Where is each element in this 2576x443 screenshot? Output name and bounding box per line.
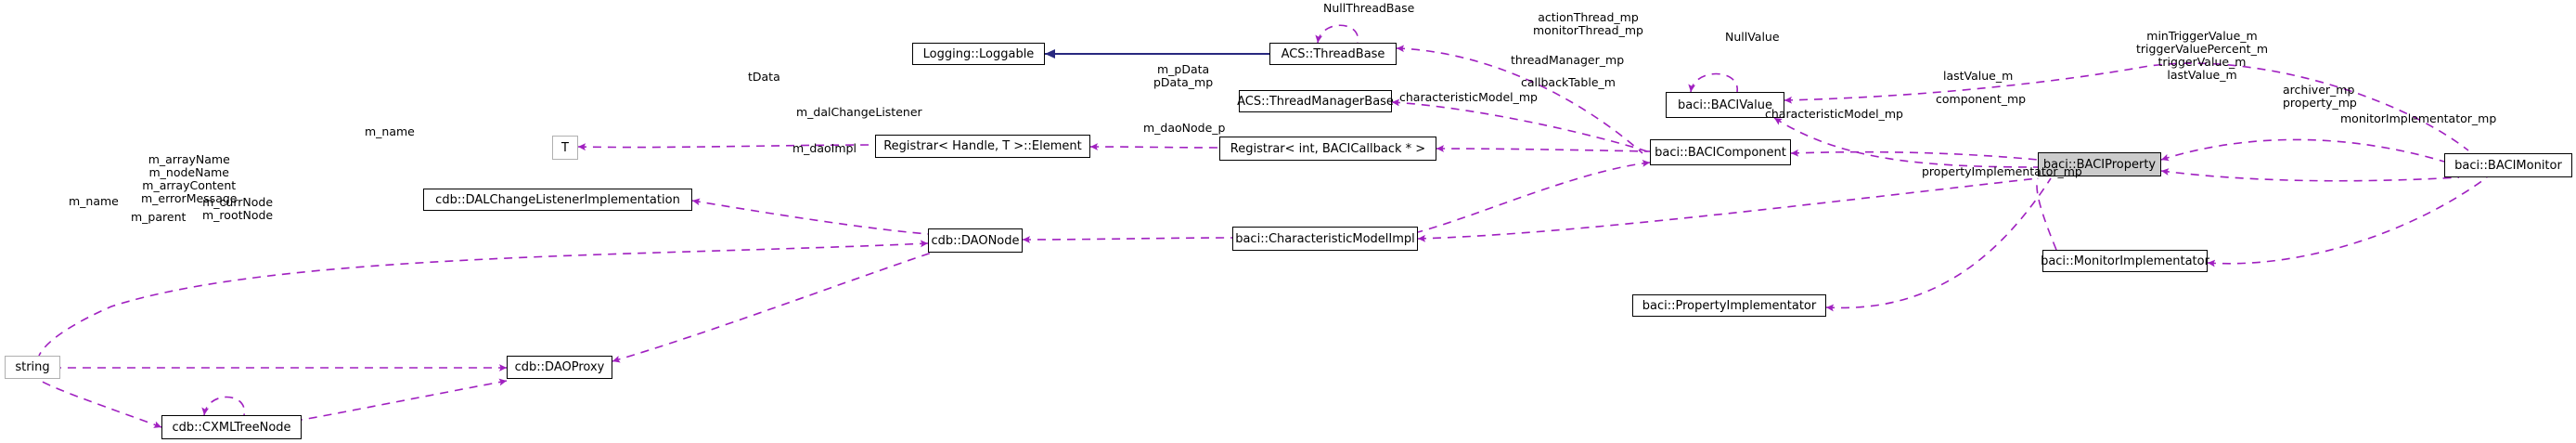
edge-label-archiver-mp: archiver_mp <box>2283 83 2355 97</box>
edge-label-property-mp: property_mp <box>2283 96 2357 110</box>
class-node-baci-propertyimplementator[interactable]: baci::PropertyImplementator <box>1632 294 1826 317</box>
edge-label-nullvalue: NullValue <box>1725 30 1780 44</box>
edge-label-nullthreadbase: NullThreadBase <box>1323 1 1415 15</box>
association-edges <box>36 24 2488 428</box>
class-node-string[interactable]: string <box>5 356 60 379</box>
edge-label-propertyimplementator-mp: propertyImplementator_mp <box>1922 164 2082 178</box>
edge-label-m-daonode-p: m_daoNode_p <box>1143 121 1226 135</box>
class-node-cdb-daonode[interactable]: cdb::DAONode <box>928 228 1023 253</box>
class-node-registrar-handle-t-element[interactable]: Registrar< Handle, T >::Element <box>875 135 1090 158</box>
edge-label-component-mp: component_mp <box>1936 92 2027 106</box>
edge-label-m-parent: m_parent <box>131 210 187 224</box>
class-node-cdb-cxmltreenode[interactable]: cdb::CXMLTreeNode <box>161 415 302 439</box>
class-node-cdb-dalchangelistenerimplementation[interactable]: cdb::DALChangeListenerImplementation <box>423 189 692 211</box>
class-node-cdb-daoproxy[interactable]: cdb::DAOProxy <box>507 356 612 379</box>
class-node-baci-bacivalue[interactable]: baci::BACIValue <box>1666 92 1784 118</box>
edge-label-m-daoimpl: m_daoImpl <box>792 141 857 155</box>
edge-label-characteristicmodel-mp-1: characteristicModel_mp <box>1399 90 1538 104</box>
class-node-baci-monitorimplementator[interactable]: baci::MonitorImplementator <box>2041 250 2209 272</box>
edge-label-m-name-1: m_name <box>365 124 415 138</box>
edge-label-tdata: tData <box>748 70 780 84</box>
class-node-registrar-int-bacicallback[interactable]: Registrar< int, BACICallback * > <box>1219 137 1436 161</box>
edge-label-m-name-2: m_name <box>69 194 119 208</box>
edge-label-m-dalchangelistener: m_dalChangeListener <box>796 105 922 119</box>
edge-label-monitorimplementator-mp: monitorImplementator_mp <box>2340 111 2497 125</box>
class-node-acs-threadmanagerbase[interactable]: ACS::ThreadManagerBase <box>1237 90 1394 112</box>
edge-label-lastvalue-m: lastValue_m <box>1943 69 2014 83</box>
class-node-baci-bacimonitor[interactable]: baci::BACIMonitor <box>2444 153 2572 177</box>
edge-label-callbacktable-m: callbackTable_m <box>1521 75 1616 89</box>
class-node-t-template[interactable]: T <box>552 136 578 160</box>
class-node-acs-threadbase[interactable]: ACS::ThreadBase <box>1269 43 1397 65</box>
edge-label-characteristicmodel-mp-2: characteristicModel_mp <box>1765 107 1903 121</box>
class-node-baci-bacicomponent[interactable]: baci::BACIComponent <box>1650 139 1791 165</box>
class-node-logging-loggable[interactable]: Logging::Loggable <box>912 43 1045 65</box>
class-node-baci-characteristicmodelimpl[interactable]: baci::CharacteristicModelImpl <box>1232 227 1418 251</box>
class-node-baci-baciproperty[interactable]: baci::BACIProperty <box>2038 152 2161 176</box>
edge-label-threadmanager-mp: threadManager_mp <box>1511 53 1625 67</box>
